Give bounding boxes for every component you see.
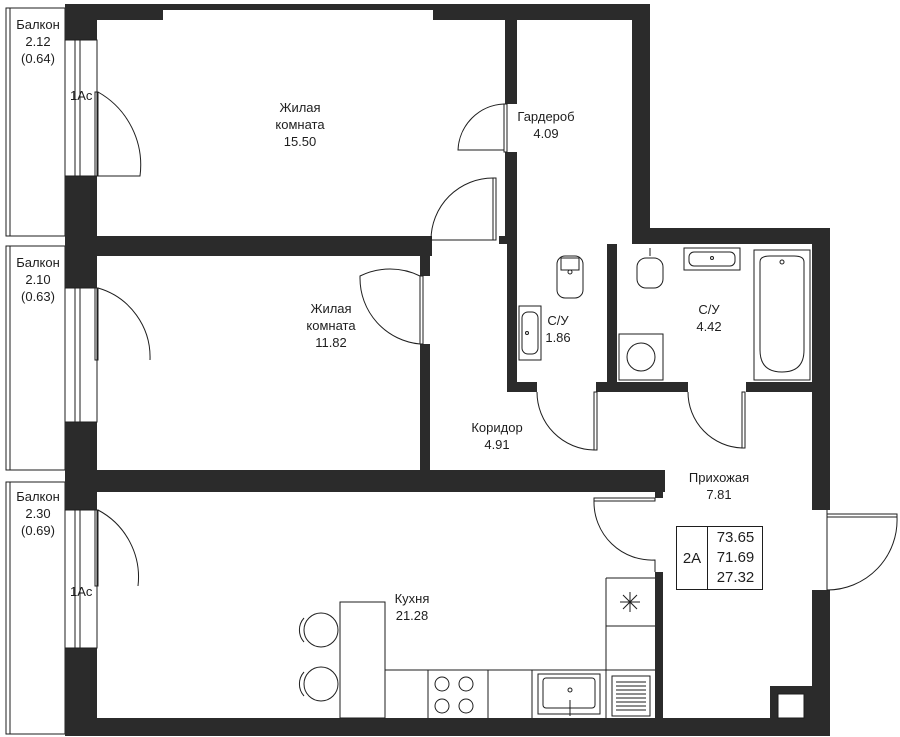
balcony-name: Балкон <box>16 489 60 504</box>
apartment-summary: 2А 73.65 71.69 27.32 <box>676 526 763 590</box>
room-name: С/У <box>698 302 720 317</box>
room-name: Кухня <box>394 591 430 606</box>
room-area: 11.82 <box>315 335 347 350</box>
balcony-area: 2.12 <box>25 34 51 49</box>
balcony-area: 2.30 <box>25 506 51 521</box>
apartment-areas: 73.65 71.69 27.32 <box>708 528 763 588</box>
room-corridor-label: Коридор 4.91 <box>457 419 537 453</box>
balcony-area: 2.10 <box>25 272 51 287</box>
room-wardrobe-label: Гардероб 4.09 <box>506 108 586 142</box>
room-area: 1.86 <box>545 330 571 345</box>
doors <box>94 91 898 591</box>
total-area: 73.65 <box>716 529 755 546</box>
windows <box>64 39 98 649</box>
room-living-1-label: Жилая комната 15.50 <box>255 99 345 150</box>
balcony-reduced-area: (0.63) <box>21 289 55 304</box>
room-name: Гардероб <box>517 109 575 124</box>
room-name: комната <box>275 117 325 132</box>
room-hallway-label: Прихожая 7.81 <box>674 469 764 503</box>
room-name: Жилая <box>310 301 352 316</box>
room-kitchen-label: Кухня 21.28 <box>380 590 444 624</box>
room-name: С/У <box>547 313 569 328</box>
balcony-reduced-area: (0.69) <box>21 523 55 538</box>
balcony-name: Балкон <box>16 255 60 270</box>
apartment-type: 2А <box>677 527 708 589</box>
room-area: 7.81 <box>706 487 732 502</box>
balcony-2-label: Балкон 2.10 (0.63) <box>8 254 68 305</box>
living-area: 27.32 <box>716 569 755 586</box>
room-name: Жилая <box>279 100 321 115</box>
room-name: Прихожая <box>688 470 750 485</box>
room-area: 4.09 <box>533 126 559 141</box>
walls <box>65 4 830 736</box>
balcony-reduced-area: (0.64) <box>21 51 55 66</box>
room-living-2-label: Жилая комната 11.82 <box>286 300 376 351</box>
room-area: 4.42 <box>696 319 722 334</box>
room-name: Коридор <box>471 420 523 435</box>
room-bath-small-label: С/У 1.86 <box>538 312 578 346</box>
room-area: 21.28 <box>395 608 429 623</box>
living-total-area: 71.69 <box>716 549 755 566</box>
window-code-1: 1Ас <box>70 88 93 103</box>
room-area: 4.91 <box>484 437 510 452</box>
kitchen-fixtures <box>298 577 655 719</box>
balcony-1-label: Балкон 2.12 (0.64) <box>8 16 68 67</box>
room-area: 15.50 <box>283 134 317 149</box>
bathroom-fixtures <box>518 247 811 381</box>
room-bath-large-label: С/У 4.42 <box>686 301 732 335</box>
room-name: комната <box>306 318 356 333</box>
balcony-3-label: Балкон 2.30 (0.69) <box>8 488 68 539</box>
balcony-name: Балкон <box>16 17 60 32</box>
window-code-2: 1Ас <box>70 584 93 599</box>
